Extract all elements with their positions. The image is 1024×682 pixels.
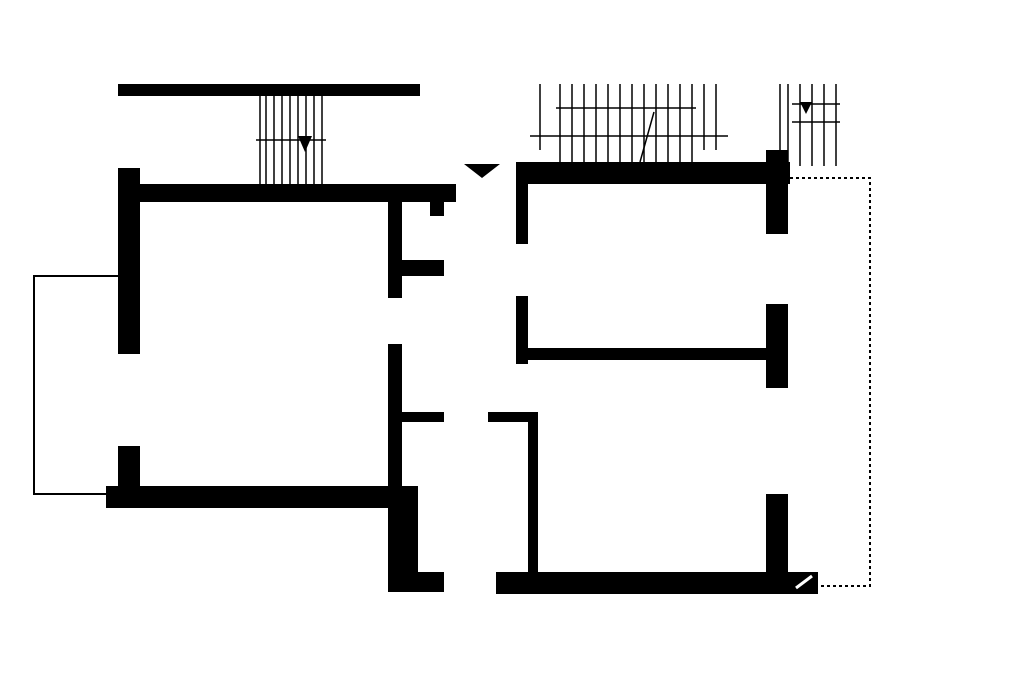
room-right-top: [516, 150, 790, 388]
left-balcony-outline: [33, 275, 118, 495]
stair-down-arrow-icon: [298, 136, 312, 152]
room-right-bottom: [766, 494, 818, 594]
staircase-right: [779, 84, 840, 166]
central-corridor: [388, 412, 786, 594]
staircase-center: [530, 84, 728, 164]
entrance-arrow-icon: [464, 164, 500, 178]
right-balcony-outline: [790, 177, 871, 587]
corner-marker-icon: [795, 574, 813, 590]
stair-treads: [256, 96, 326, 184]
room-left: [106, 168, 456, 508]
stair-right-arrow-icon: [800, 102, 812, 114]
stair-top-wall: [118, 84, 420, 96]
staircase-left: [118, 84, 420, 184]
